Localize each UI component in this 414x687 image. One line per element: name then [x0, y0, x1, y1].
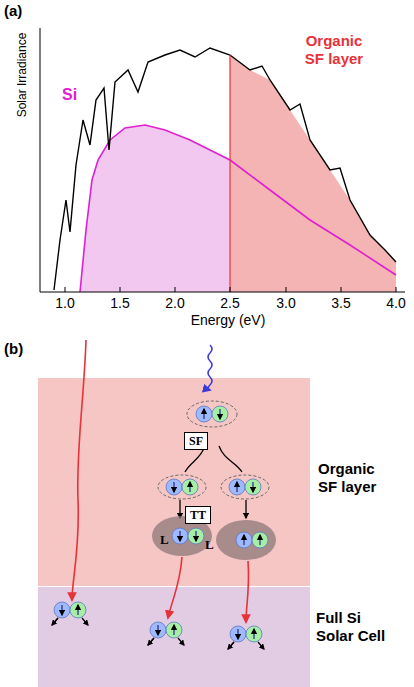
si-fill [80, 125, 230, 292]
axis-label: Energy (eV) [191, 312, 266, 328]
sf-layer-band [38, 378, 310, 586]
layer-band: Organic SF layerSFTT [38, 378, 310, 586]
spin [229, 479, 245, 495]
tick-label: 4.0 [386, 295, 405, 311]
spectrum-chart [40, 28, 405, 292]
process-label: SF [189, 434, 203, 448]
spin-pairs [52, 406, 268, 649]
ligand-blob [216, 520, 276, 560]
tick-label: 3.5 [331, 295, 350, 311]
axis-label: L [205, 537, 214, 553]
axis-label: Solar Irradiance [15, 33, 29, 118]
sf-fill [230, 55, 396, 292]
y-axis [40, 28, 41, 292]
si-curve [80, 125, 396, 292]
x-ticks [65, 287, 396, 292]
singlet-ellipse [187, 401, 237, 427]
layer-label: Full Si Solar Cell [316, 609, 396, 645]
transfer-arrows [179, 500, 180, 518]
axis-label: L [160, 532, 169, 548]
tick-label: 1.5 [110, 295, 129, 311]
carrier-arrow [228, 642, 264, 649]
spin [196, 406, 212, 422]
carrier-arrow [148, 638, 154, 645]
spin [188, 528, 204, 544]
x-axis [40, 292, 405, 293]
low-energy-photon [72, 340, 86, 600]
spin [182, 479, 198, 495]
spin [245, 479, 261, 495]
carrier-arrow [148, 638, 184, 645]
high-energy-photon [208, 345, 212, 390]
spin [236, 532, 252, 548]
carrier-arrow [228, 642, 234, 649]
spin [70, 602, 86, 618]
spin [166, 479, 182, 495]
tick-label: 3.0 [276, 295, 295, 311]
carrier-arrow [52, 618, 58, 625]
tick-label: 2.5 [220, 295, 239, 311]
sf-edge [229, 55, 230, 292]
tick-label: 1.0 [55, 295, 74, 311]
triplet-ellipse [221, 475, 269, 499]
process-box: TT [185, 506, 211, 524]
layer-label: Organic SF layer [318, 460, 398, 496]
spin [212, 406, 228, 422]
spin [54, 602, 70, 618]
solar-curve [54, 48, 396, 290]
transfer-arrows [245, 500, 246, 518]
spin [246, 626, 262, 642]
process-label: TT [190, 508, 206, 522]
spin [150, 622, 166, 638]
panel-label: (a) [4, 2, 22, 19]
spin [172, 528, 188, 544]
triplet-ellipse [158, 475, 206, 499]
tick-label: 2.0 [165, 295, 184, 311]
spin [252, 532, 268, 548]
injection-arrow [246, 561, 249, 622]
spin [166, 622, 182, 638]
carrier-arrow [52, 618, 88, 625]
process-box: SF [184, 432, 208, 450]
panel-label: (b) [4, 340, 23, 357]
layer-band: Full Si Solar Cell [38, 587, 310, 687]
axis-label: Si [62, 86, 77, 104]
spin [230, 626, 246, 642]
axis-label: Organic SF layer [296, 32, 372, 68]
si-cell-band [38, 587, 310, 687]
injection-arrow [168, 557, 182, 618]
